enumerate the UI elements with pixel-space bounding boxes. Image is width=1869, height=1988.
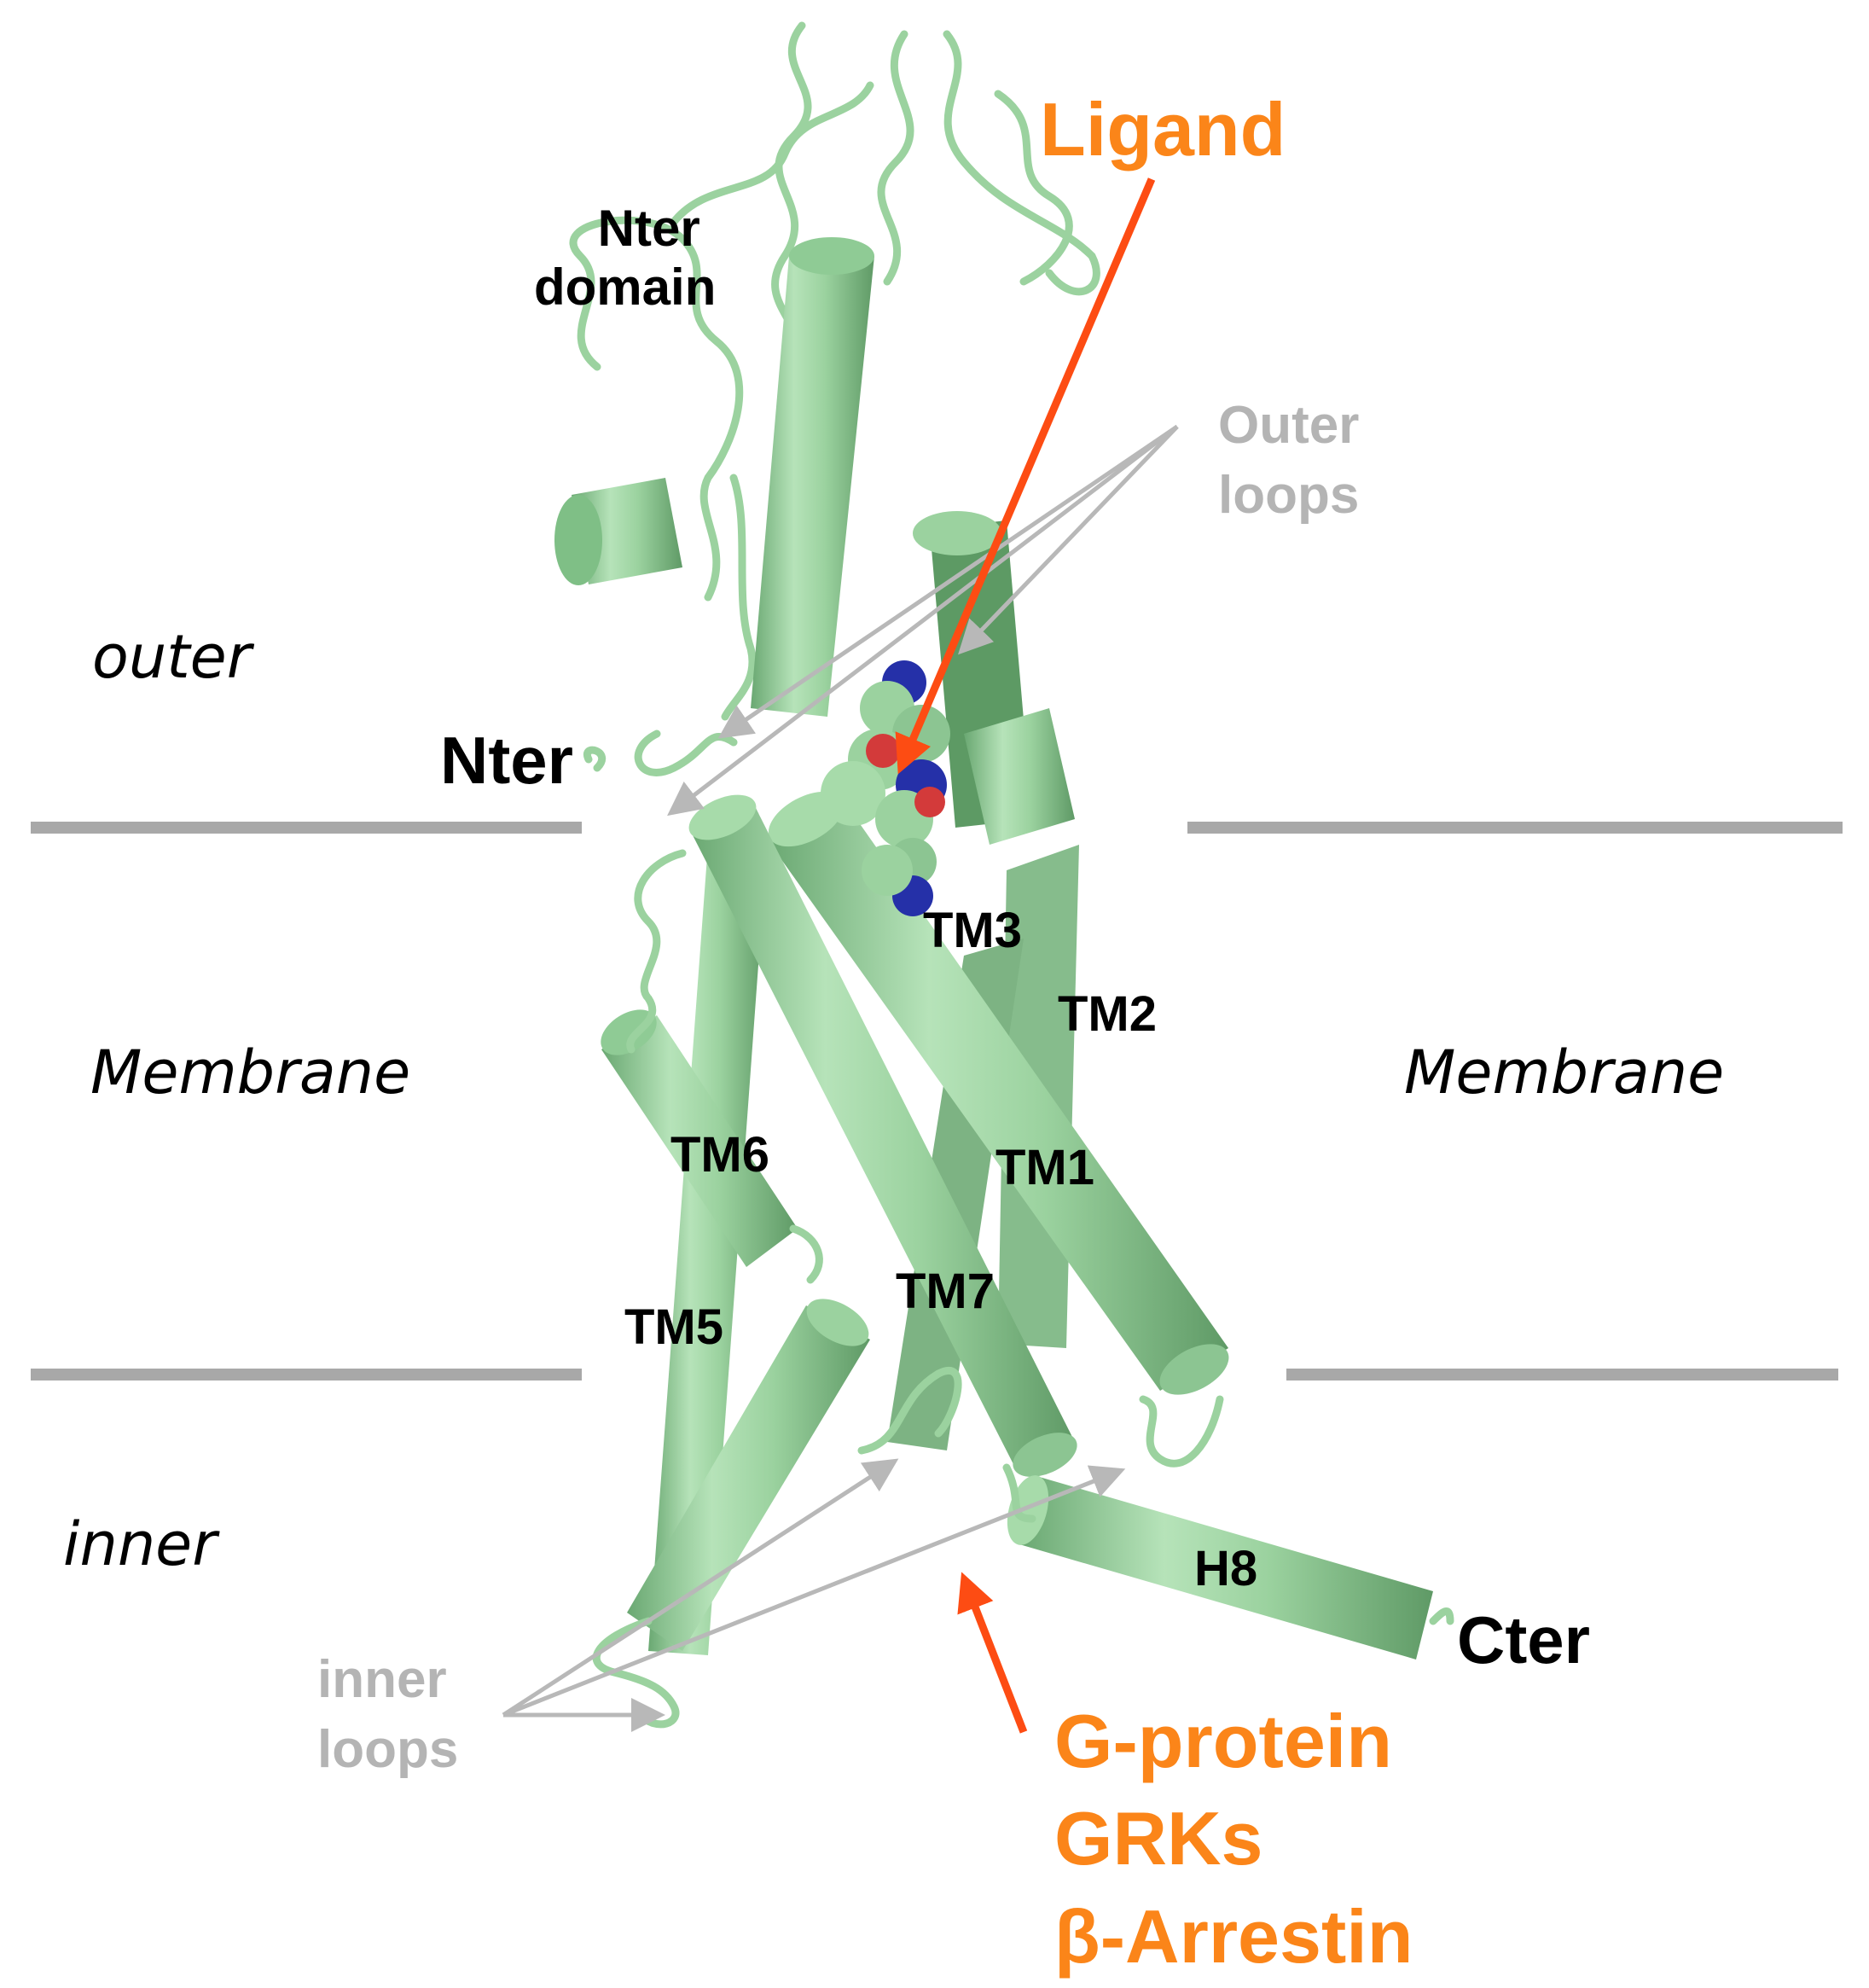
tm2-label: TM2: [1058, 986, 1157, 1042]
signaling-partners-label: G-protein GRKs β-Arrestin: [1054, 1693, 1413, 1985]
nter-domain-loops: [569, 21, 1100, 776]
outer-loops-label-line1: Outer: [1218, 396, 1360, 455]
inner-loops-arrow-2: [502, 1465, 1126, 1718]
outer-loops-label: Outer loops: [1218, 391, 1359, 531]
nter-label: Nter: [440, 723, 574, 798]
inner-loops-label-line1: inner: [317, 1650, 447, 1709]
tm7-label: TM7: [896, 1264, 995, 1319]
tm5-helix: [648, 836, 768, 1655]
membrane-lines: [31, 822, 1843, 1381]
nter-domain-label-line1: Nter: [597, 200, 700, 257]
g-protein-arrow: [957, 1572, 1028, 1734]
outer-loops-arrows: [667, 424, 1179, 817]
tm6-label: TM6: [670, 1127, 769, 1183]
ligand-label: Ligand: [1040, 87, 1286, 171]
tm3-label: TM3: [923, 903, 1022, 958]
nter-domain-label: Nter domain: [534, 199, 716, 317]
inner-loops-arrows: [502, 1458, 1126, 1732]
outer-loops-arrow-2: [717, 424, 1179, 739]
tm6-helix: [601, 1009, 798, 1267]
partner-beta-arrestin: β-Arrestin: [1054, 1893, 1413, 1979]
region-membrane-left-label: Membrane: [90, 1038, 411, 1107]
helix-connecting-loops: [592, 849, 1454, 1729]
outer-loops-arrow-3: [667, 425, 1179, 817]
region-outer-label: outer: [92, 622, 252, 692]
nter-domain-helix: [751, 237, 874, 717]
h8-label: H8: [1194, 1541, 1258, 1596]
inner-loops-label: inner loops: [317, 1645, 458, 1785]
cter-label: Cter: [1457, 1602, 1591, 1677]
ligand-arrow: [895, 177, 1156, 775]
nter-domain-label-line2: domain: [534, 259, 717, 316]
tm5-label: TM5: [624, 1299, 723, 1355]
tm1-label: TM1: [995, 1140, 1094, 1195]
inner-loops-label-line2: loops: [317, 1719, 459, 1779]
partner-g-protein: G-protein: [1054, 1699, 1392, 1783]
region-membrane-right-label: Membrane: [1404, 1038, 1725, 1107]
tm7-helix: [627, 1299, 870, 1651]
inner-loops-arrow-1: [502, 1458, 899, 1718]
ligand-molecule: [821, 660, 950, 916]
nter-small-helix: [554, 478, 682, 585]
partner-grks: GRKs: [1054, 1796, 1263, 1881]
tm3-helix: [768, 791, 1229, 1395]
tm1-helix: [688, 794, 1077, 1477]
outer-loops-label-line2: loops: [1218, 465, 1360, 525]
outer-loops-arrow-1: [958, 425, 1179, 655]
region-inner-label: inner: [63, 1509, 218, 1579]
